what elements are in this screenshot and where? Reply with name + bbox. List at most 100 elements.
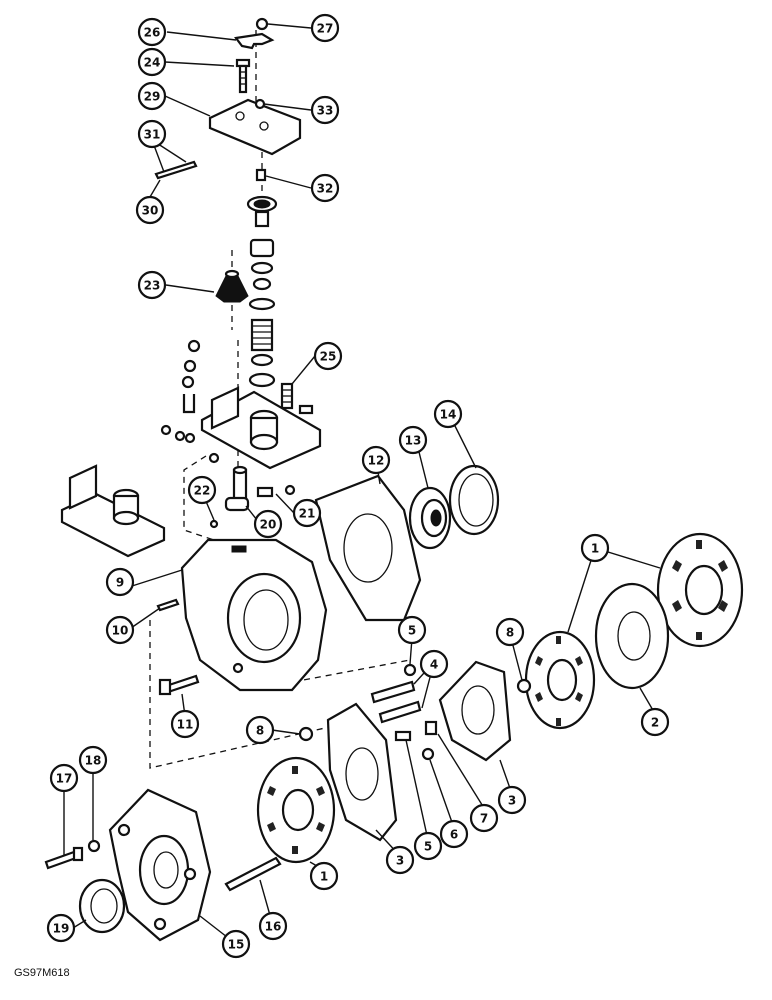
callout-31: 31 (137, 119, 167, 149)
callout-circle (46, 913, 76, 943)
washer-part-18 (87, 839, 101, 853)
callout-11: 11 (170, 709, 200, 739)
callout-number: 1 (591, 542, 599, 556)
callout-9: 9 (105, 567, 135, 597)
spring-part-7 (424, 720, 438, 736)
callout-circle (135, 195, 165, 225)
callout-circle (469, 803, 499, 833)
callout-6: 6 (439, 819, 469, 849)
callout-3b: 3 (385, 845, 415, 875)
callout-1a: 1 (580, 533, 610, 563)
callout-circle (640, 707, 670, 737)
callout-circle (245, 715, 275, 745)
callout-circle (49, 763, 79, 793)
callout-circle (221, 929, 251, 959)
callout-circle (310, 13, 340, 43)
bracket-plate-part-29 (208, 98, 302, 156)
callout-23: 23 (137, 270, 167, 300)
callout-circle (258, 911, 288, 941)
callout-5a: 5 (397, 615, 427, 645)
callout-circle (310, 95, 340, 125)
callout-number: 15 (228, 938, 245, 952)
callout-8b: 8 (245, 715, 275, 745)
callout-number: 5 (424, 840, 432, 854)
callout-number: 5 (408, 624, 416, 638)
callout-8a: 8 (495, 617, 525, 647)
figure-code: GS97M618 (14, 967, 70, 979)
pressure-plate-part-3-left (326, 702, 398, 842)
nut-part-27 (255, 17, 269, 31)
ball-part-6 (421, 747, 435, 761)
callout-number: 11 (177, 718, 194, 732)
callout-number: 24 (144, 56, 161, 70)
callout-circle (137, 270, 167, 300)
bearing-part-13 (408, 486, 452, 550)
spring-part-25 (280, 382, 314, 415)
callout-circle (309, 861, 339, 891)
callout-circle (495, 617, 525, 647)
callout-15: 15 (221, 929, 251, 959)
link-part-4 (370, 663, 422, 724)
callout-circle (137, 81, 167, 111)
friction-disc-part-1-lower (256, 756, 336, 864)
callout-number: 6 (450, 828, 458, 842)
pin-part-30 (154, 160, 198, 180)
callout-circle (253, 509, 283, 539)
callout-circle (105, 567, 135, 597)
cover-part-15 (108, 788, 212, 942)
clip-part-26 (234, 32, 275, 50)
callout-number: 14 (440, 408, 457, 422)
callout-number: 4 (430, 658, 438, 672)
pin-part-22 (209, 519, 219, 529)
bolt-part-5 (394, 730, 412, 742)
callout-circle (292, 498, 322, 528)
gasket-part-12 (314, 474, 422, 622)
callout-circle (137, 47, 167, 77)
callout-number: 23 (144, 279, 161, 293)
nut-stack-left (160, 339, 220, 464)
callout-number: 27 (317, 22, 334, 36)
callout-number: 16 (265, 920, 282, 934)
callout-circle (580, 533, 610, 563)
callout-number: 2 (651, 716, 659, 730)
callout-number: 8 (506, 626, 514, 640)
callout-number: 13 (405, 434, 422, 448)
callout-3a: 3 (497, 785, 527, 815)
callout-number: 18 (85, 754, 102, 768)
screw-part-32 (255, 168, 267, 182)
callout-circle (137, 17, 167, 47)
pressure-plate-part-3-right (438, 660, 512, 762)
callout-number: 29 (144, 90, 161, 104)
pin-part-10 (156, 598, 180, 612)
callout-circle (419, 649, 449, 679)
housing-part-9 (180, 538, 328, 692)
callout-circle (137, 119, 167, 149)
callout-22: 22 (187, 475, 217, 505)
callout-circle (78, 745, 108, 775)
callout-number: 9 (116, 576, 124, 590)
callout-number: 22 (194, 484, 211, 498)
seal-ring-part-14 (448, 464, 500, 536)
callout-13: 13 (398, 425, 428, 455)
callout-circle (413, 831, 443, 861)
friction-disc-part-1-middle (524, 630, 596, 730)
callout-10: 10 (105, 615, 135, 645)
callout-7: 7 (469, 803, 499, 833)
callout-number: 25 (320, 350, 337, 364)
callout-number: 10 (112, 624, 129, 638)
callout-17: 17 (49, 763, 79, 793)
auxiliary-bracket (60, 464, 166, 558)
callout-4: 4 (419, 649, 449, 679)
callout-5b: 5 (413, 831, 443, 861)
callout-24: 24 (137, 47, 167, 77)
lever-part-20 (224, 465, 296, 512)
callout-number: 19 (53, 922, 70, 936)
callout-circle (398, 425, 428, 455)
callout-number: 12 (368, 454, 385, 468)
bolt-part-24 (235, 58, 251, 94)
callout-number: 3 (508, 794, 516, 808)
callout-number: 8 (256, 724, 264, 738)
